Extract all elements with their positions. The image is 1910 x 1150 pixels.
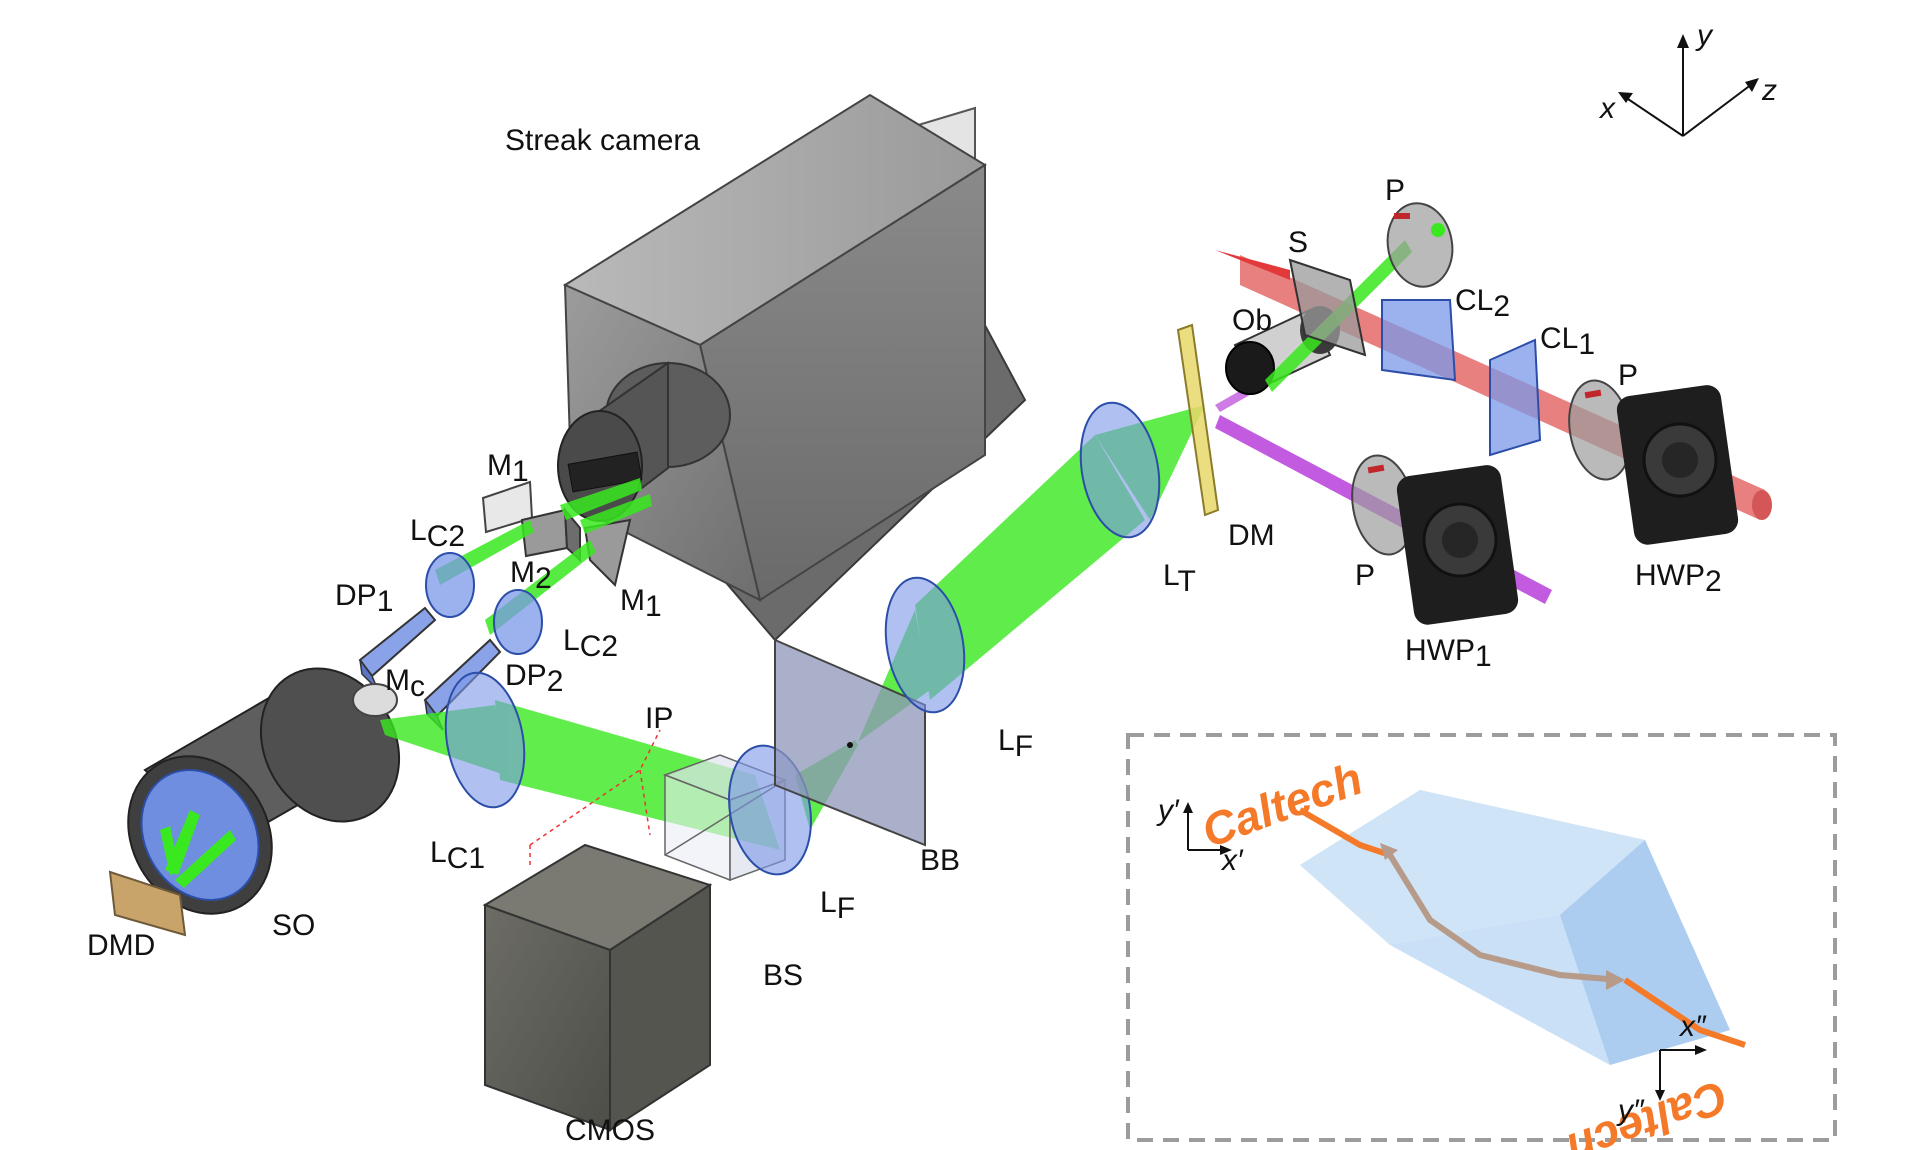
label-dm: DM	[1228, 519, 1275, 552]
label-streak-camera: Streak camera	[505, 124, 700, 157]
axis-z-label: z	[1761, 74, 1777, 107]
label-hwp2: HWP2	[1635, 559, 1722, 598]
cmos-camera	[482, 843, 713, 1132]
label-s: S	[1288, 226, 1308, 259]
label-bs: BS	[763, 959, 803, 992]
label-dp2: DP2	[505, 659, 563, 698]
sample-s	[1288, 258, 1367, 357]
label-p-low: P	[1355, 559, 1375, 592]
mirror-m2	[520, 507, 581, 563]
label-hwp1: HWP1	[1405, 634, 1492, 673]
label-bb: BB	[920, 844, 960, 877]
axis-y-label: y	[1695, 19, 1714, 52]
cylindrical-lens-cl1	[1489, 338, 1542, 457]
label-m1-top: M1	[487, 449, 529, 488]
label-dmd: DMD	[87, 929, 155, 962]
cylindrical-lens-cl2	[1381, 299, 1457, 382]
label-ip: IP	[645, 702, 673, 735]
label-lc2-top: LC2	[410, 514, 465, 553]
lens-lt	[1079, 401, 1161, 539]
label-lc1: LC1	[430, 836, 485, 875]
mirror-mc	[352, 683, 398, 717]
label-cl1: CL1	[1540, 322, 1595, 361]
label-lt: LT	[1163, 559, 1196, 598]
label-lc2-bottom: LC2	[563, 624, 618, 663]
label-so: SO	[272, 909, 315, 942]
half-wave-plate-hwp2	[1616, 385, 1739, 545]
label-lf-top: LF	[998, 724, 1033, 763]
dichroic-mirror-dm	[1176, 323, 1220, 517]
lens-lc1	[444, 671, 526, 809]
label-cl2: CL2	[1455, 284, 1510, 323]
inset-caltech-word-inverted: Caltech	[1560, 1071, 1734, 1150]
axis-x-label: x	[1598, 92, 1616, 125]
label-p-top: P	[1385, 174, 1405, 207]
label-p-mid: P	[1618, 359, 1638, 392]
beam-block-bb	[774, 638, 926, 847]
dove-prism-inset: Caltech Caltech y′ x′ x″ y″	[1126, 733, 1837, 1150]
label-m2: M2	[510, 556, 552, 595]
label-lf-bottom: LF	[820, 886, 855, 925]
half-wave-plate-hwp1	[1396, 465, 1519, 625]
label-dp1: DP1	[335, 579, 393, 618]
streak-camera	[557, 93, 1027, 642]
labels: Streak camera M1 LC2 M2 M1 DP1 LC2 Mc DP…	[87, 124, 1722, 1147]
inset-y-dprime: y″	[1616, 1094, 1645, 1127]
lens-lc2-top	[425, 552, 475, 618]
label-ob: Ob	[1232, 304, 1272, 337]
inset-x-prime: x′	[1220, 844, 1244, 877]
polarizer-p-top	[1386, 202, 1454, 288]
coordinate-axes: y x z	[1598, 19, 1777, 137]
dmd	[108, 870, 187, 937]
label-cmos: CMOS	[565, 1114, 655, 1147]
inset-y-prime: y′	[1156, 794, 1180, 827]
label-m1-bottom: M1	[620, 584, 662, 623]
lens-lf-top	[884, 576, 966, 714]
inset-x-dprime: x″	[1678, 1010, 1707, 1043]
image-plane-ip	[529, 729, 661, 865]
lens-lc2-bottom	[493, 589, 543, 655]
label-mc: Mc	[385, 664, 425, 703]
